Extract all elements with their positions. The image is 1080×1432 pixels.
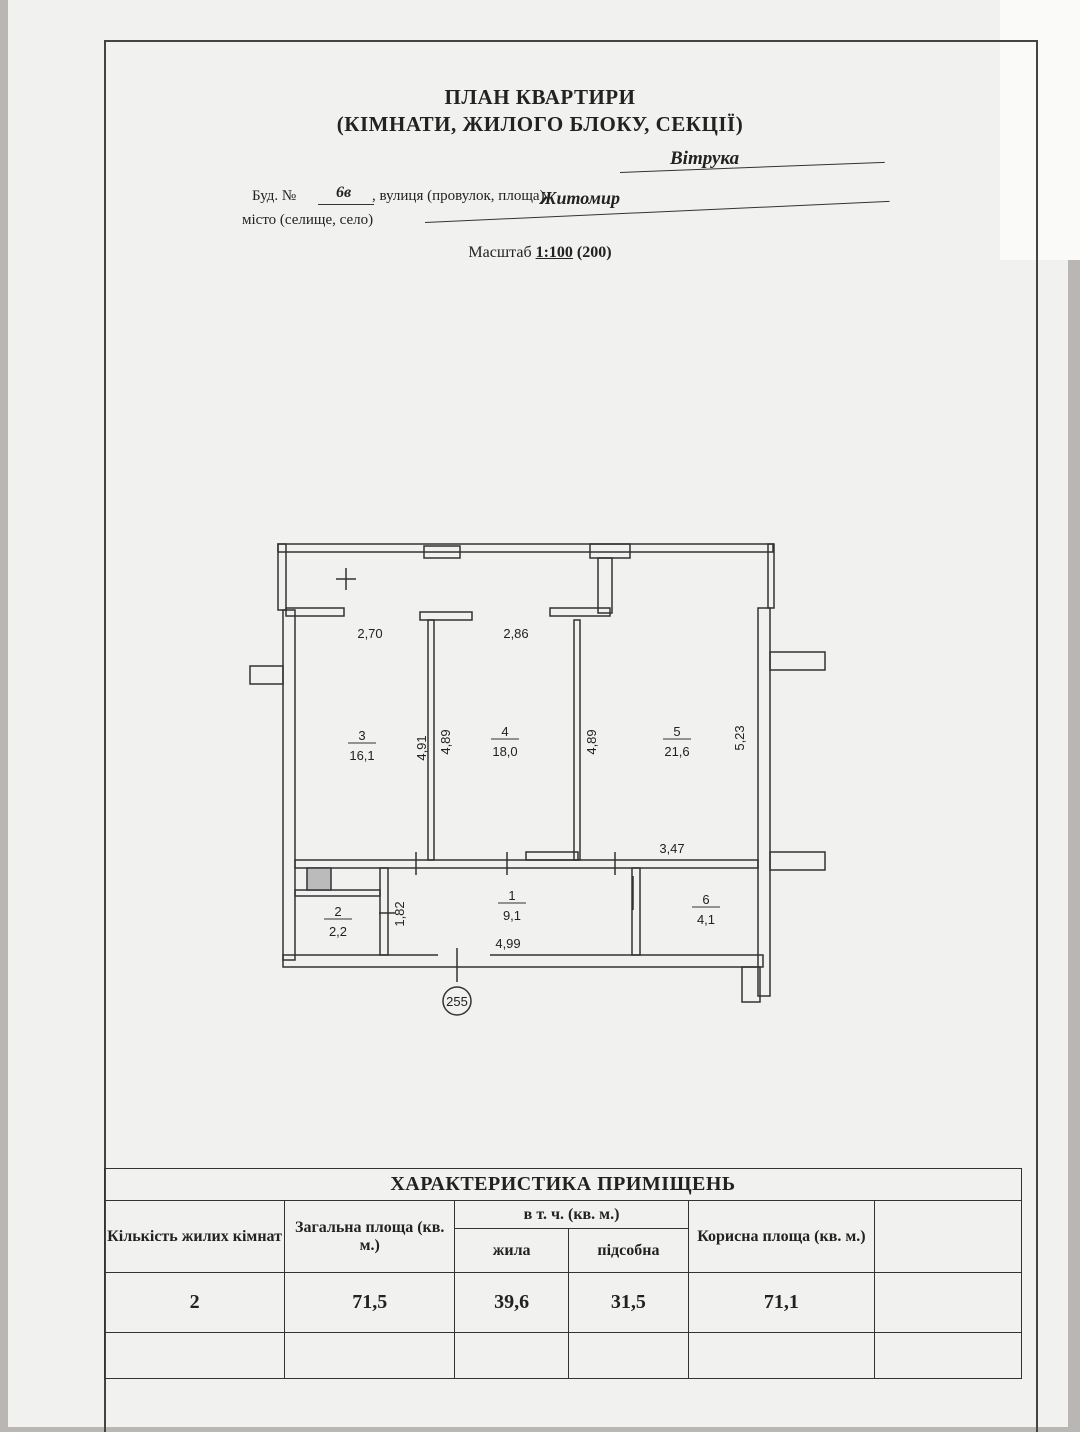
- balcony-partition-left: [285, 607, 345, 617]
- dim-room4-width: 2,86: [503, 626, 528, 641]
- building-number-line: [318, 204, 374, 205]
- room-2-area: 2,2: [329, 924, 347, 939]
- column-mid: [597, 557, 613, 614]
- cell-blank: [874, 1332, 1022, 1379]
- building-number: 6в: [336, 184, 352, 201]
- scale-value: 1:100: [535, 244, 573, 261]
- room-4-area: 18,0: [492, 744, 517, 759]
- cell-rooms: 2: [103, 1272, 286, 1333]
- dim-room1-height: 1,82: [392, 901, 407, 926]
- header-living: жила: [454, 1228, 570, 1273]
- window-top: [423, 545, 461, 559]
- cell-total-area: 71,5: [284, 1272, 456, 1333]
- header-auxiliary: підсобна: [568, 1228, 689, 1273]
- dim-room4-height: 4,89: [438, 729, 453, 754]
- apartment-marker-circle: [442, 986, 472, 1016]
- balcony-right-wall: [767, 543, 775, 609]
- wall-1-6: [631, 867, 641, 956]
- corridor-wall: [294, 859, 759, 869]
- paper-corner: [1000, 0, 1080, 260]
- cell-blank: [568, 1332, 689, 1379]
- cell-living: 39,6: [454, 1272, 570, 1333]
- room-1-number: 1: [508, 888, 515, 903]
- wall-stub-right-bottom: [769, 851, 826, 871]
- header-empty: [874, 1200, 1022, 1273]
- cell-blank: [103, 1332, 286, 1379]
- wall-stub-right-top: [769, 651, 826, 671]
- scale-alt: (200): [576, 244, 612, 261]
- right-wall: [757, 607, 771, 997]
- wall-stub-left: [249, 665, 284, 685]
- header-rooms: Кількість жилих кімнат: [103, 1200, 286, 1273]
- wall-stub-bottom: [741, 966, 761, 1003]
- scale-line: Масштаб 1:100 (200): [430, 244, 650, 262]
- city-label: місто (селище, село): [242, 212, 374, 228]
- balcony-left-wall: [277, 543, 287, 611]
- dim-room5-height-left: 4,89: [584, 729, 599, 754]
- room-2-number: 2: [334, 904, 341, 919]
- table-title: ХАРАКТЕРИСТИКА ПРИМІЩЕНЬ: [104, 1168, 1022, 1201]
- shaft: [306, 867, 332, 891]
- bottom-wall: [282, 954, 764, 968]
- page-subtitle: (КІМНАТИ, ЖИЛОГО БЛОКУ, СЕКЦІЇ): [336, 112, 744, 136]
- dim-room3-width: 2,70: [357, 626, 382, 641]
- street-value: Вітрука: [670, 148, 740, 169]
- partition-top-4: [419, 611, 473, 621]
- cell-blank: [454, 1332, 570, 1379]
- building-label: Буд. №: [252, 188, 297, 204]
- street-label: , вулиця (провулок, площа): [372, 188, 545, 204]
- room-6-number: 6: [702, 892, 709, 907]
- top-wall: [277, 543, 774, 553]
- scale-label: Масштаб: [468, 244, 532, 261]
- room-4-number: 4: [501, 724, 508, 739]
- cell-useful-area: 71,1: [687, 1272, 876, 1333]
- apartment-marker: 255: [446, 994, 468, 1009]
- wall-1-2: [379, 867, 389, 956]
- room-6-area: 4,1: [697, 912, 715, 927]
- city-value: Житомир: [540, 188, 620, 208]
- page-title: ПЛАН КВАРТИРИ: [444, 85, 636, 109]
- header-including: в т. ч. (кв. м.): [454, 1200, 689, 1229]
- premises-table: ХАРАКТЕРИСТИКА ПРИМІЩЕНЬ Кількість жилих…: [103, 1168, 1022, 1379]
- room-1-area: 9,1: [503, 908, 521, 923]
- wall-2-top: [294, 889, 381, 897]
- dim-room6-width: 3,47: [659, 841, 684, 856]
- column-top: [589, 543, 631, 559]
- header-useful-area: Корисна площа (кв. м.): [687, 1200, 876, 1273]
- room-3-area: 16,1: [349, 748, 374, 763]
- partition-bottom-4: [525, 851, 579, 861]
- partition-top-5: [549, 607, 611, 617]
- header-total-area: Загальна площа (кв. м.): [284, 1200, 456, 1273]
- room-5-number: 5: [673, 724, 680, 739]
- cell-empty: [874, 1272, 1022, 1333]
- dim-room5-height-right: 5,23: [732, 725, 747, 750]
- left-wall: [282, 609, 296, 961]
- wall-4-5: [573, 619, 581, 861]
- document-frame: [104, 40, 1038, 1432]
- floor-plan: 255 3 16,1 4 18,0 5 21,6 1 9,1 2 2,2 6 4…: [249, 543, 826, 1016]
- room-5-area: 21,6: [664, 744, 689, 759]
- cell-auxiliary: 31,5: [568, 1272, 689, 1333]
- cell-blank: [284, 1332, 456, 1379]
- room-3-number: 3: [358, 728, 365, 743]
- dim-room1-width: 4,99: [495, 936, 520, 951]
- dim-room3-height: 4,91: [414, 735, 429, 760]
- cell-blank: [687, 1332, 876, 1379]
